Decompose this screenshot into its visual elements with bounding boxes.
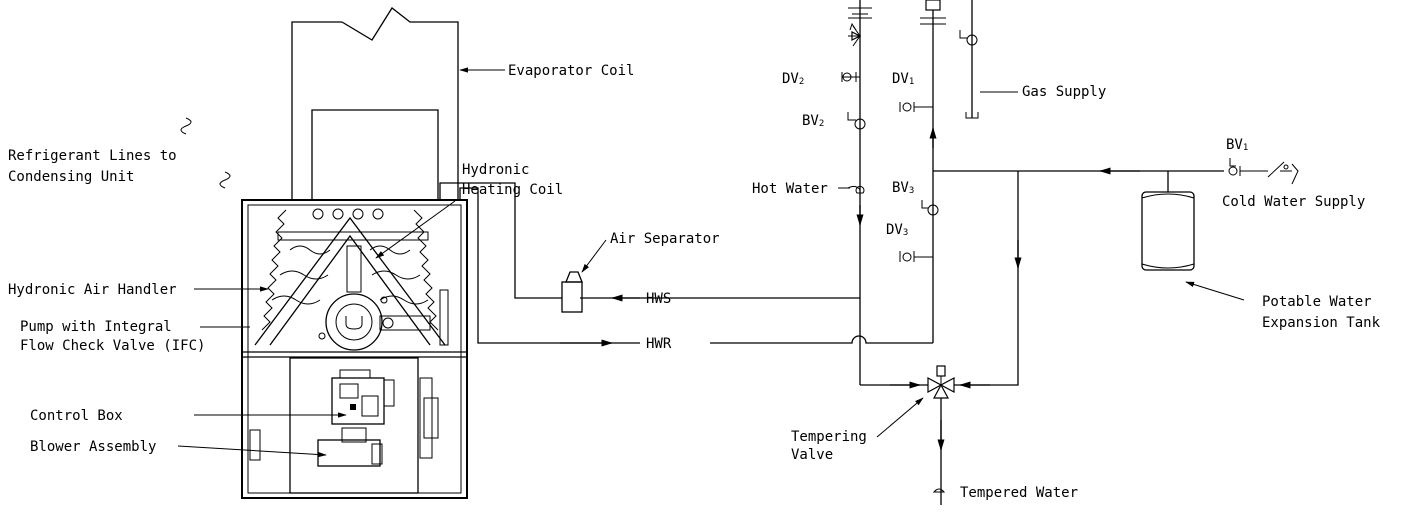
label-tempering-valve-2: Valve	[791, 447, 833, 463]
label-hydronic-heating-coil-1: Hydronic	[462, 162, 529, 178]
label-evaporator-coil: Evaporator Coil	[508, 63, 634, 79]
valve-dv1-icon	[899, 102, 933, 112]
blower-assembly-icon	[317, 427, 383, 467]
a-coil-icon	[254, 208, 449, 346]
pipe-break-icon	[180, 117, 192, 135]
label-cold-water-supply: Cold Water Supply	[1222, 194, 1365, 210]
label-blower-assembly: Blower Assembly	[30, 439, 156, 455]
label-tempered-water: Tempered Water	[960, 485, 1078, 501]
label-bv3: BV3	[892, 180, 914, 196]
label-refrigerant-lines-1: Refrigerant Lines to	[8, 148, 177, 164]
valve-bv1-icon	[1228, 158, 1299, 185]
label-refrigerant-lines-2: Condensing Unit	[8, 169, 134, 185]
label-potable-tank-2: Expansion Tank	[1262, 315, 1381, 331]
air-separator-icon	[561, 271, 583, 313]
label-air-separator: Air Separator	[610, 231, 720, 247]
label-potable-tank-1: Potable Water	[1262, 294, 1372, 310]
valve-bv2-icon	[847, 112, 866, 130]
pump-icon	[318, 245, 431, 351]
control-box-icon	[289, 357, 419, 494]
label-gas-supply: Gas Supply	[1022, 84, 1106, 100]
label-hydronic-heating-coil-2: Heating Coil	[462, 182, 563, 198]
label-hydronic-air-handler: Hydronic Air Handler	[8, 282, 177, 298]
valve-bv3-icon	[921, 200, 939, 216]
valve-gas-icon	[959, 30, 978, 46]
air-handler-unit	[180, 7, 468, 499]
tempered-water-marker-icon	[932, 488, 946, 493]
label-hwr: HWR	[646, 336, 672, 352]
expansion-tank-icon	[1141, 191, 1195, 271]
label-dv2: DV2	[782, 71, 804, 87]
hot-water-marker-icon	[847, 185, 861, 191]
valve-dv2-icon	[841, 72, 860, 82]
label-dv3: DV3	[886, 222, 908, 238]
pipe-break-icon	[219, 171, 231, 189]
label-bv1: BV1	[1226, 137, 1248, 153]
label-bv2: BV2	[802, 113, 824, 129]
hose-bib-icon	[1291, 163, 1299, 185]
label-pump-1: Pump with Integral	[20, 319, 172, 335]
label-hot-water: Hot Water	[752, 181, 828, 197]
label-dv1: DV1	[892, 71, 914, 87]
valve-dv3-icon	[899, 251, 933, 262]
label-tempering-valve-1: Tempering	[791, 429, 867, 445]
leader-lines	[177, 67, 1245, 458]
tempering-valve-icon	[927, 365, 955, 399]
label-control-box: Control Box	[30, 408, 123, 424]
label-hws: HWS	[646, 291, 671, 307]
relief-valve-icon	[848, 22, 862, 47]
label-pump-2: Flow Check Valve (IFC)	[20, 338, 205, 354]
